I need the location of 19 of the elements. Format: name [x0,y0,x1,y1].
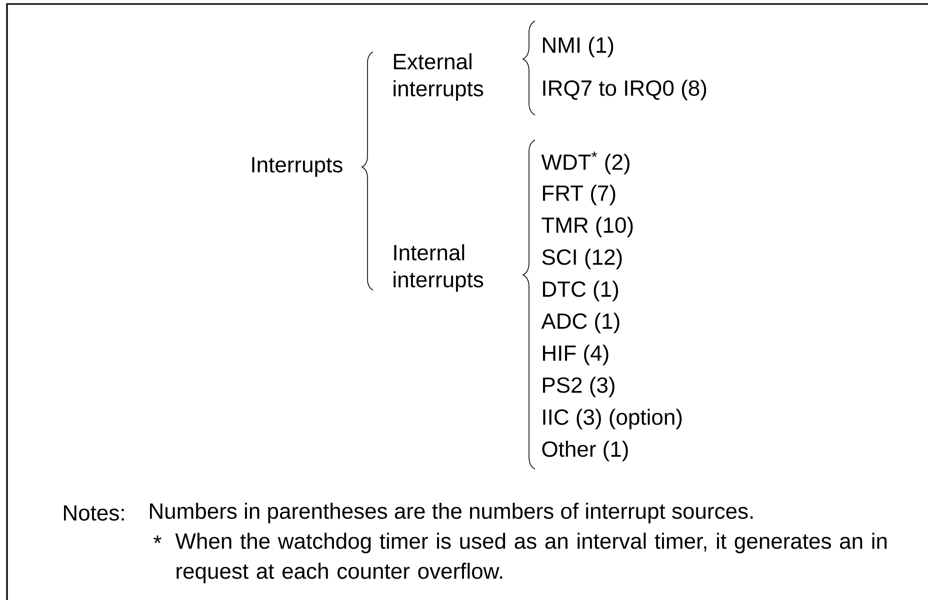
item-label: DTC (1) [543,280,618,302]
item-label: TMR (10) [542,216,633,238]
item-label: PS2 (3) [543,376,614,398]
item-label: WDT$^{*}$ (2) [541,152,630,174]
note-label: Notes: [64,505,124,521]
item-label: Other (1) [542,440,628,462]
category-label: Internal interrupts [394,244,484,292]
item-label: IIC (3) (option) [543,408,682,430]
item-label: FRT (7) [543,184,616,206]
category-label: Interrupts [252,157,342,177]
footnote-mark: * [154,535,162,544]
category-label: External interrupts [394,53,484,101]
item-label: HIF (4) [543,344,608,366]
note-text: Numbers in parentheses are the numbers of interrupt sources. [150,502,753,524]
item-label: SCI (12) [542,248,622,270]
footnote-text: When the watchdog timer is used as an interval timer, it generates an in request at each counter overflow. [175,532,887,584]
item-label: NMI (1) [543,36,614,58]
item-label: IRQ7 to IRQ0 (8) [543,80,706,100]
item-label: ADC (1) [541,312,620,334]
